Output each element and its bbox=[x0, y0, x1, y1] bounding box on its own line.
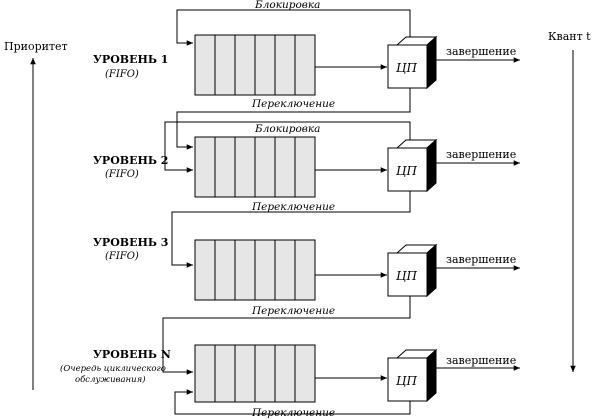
cpu-cube: ЦП bbox=[387, 348, 438, 403]
level-title: УРОВЕНЬ 2 bbox=[93, 154, 168, 167]
level-3: УРОВЕНЬ 3 (FIFO) ЦП завершение Переключе… bbox=[93, 236, 520, 375]
switch-label: Переключение bbox=[251, 201, 335, 213]
round-robin-loop-arrow bbox=[174, 389, 411, 415]
cpu-label: ЦП bbox=[396, 269, 417, 283]
level-note: (FIFO) bbox=[105, 169, 139, 180]
cpu-cube: ЦП bbox=[387, 35, 438, 90]
level-note-line1: (Очередь циклического bbox=[60, 363, 166, 374]
level-title: УРОВЕНЬ N bbox=[93, 348, 171, 361]
level-title: УРОВЕНЬ 3 bbox=[93, 236, 168, 249]
cpu-cube: ЦП bbox=[387, 243, 438, 298]
switch-label: Переключение bbox=[251, 407, 335, 419]
switch-arrow bbox=[171, 191, 411, 268]
finish-label: завершение bbox=[446, 354, 516, 367]
switch-label: Переключение bbox=[251, 305, 335, 317]
switch-arrow bbox=[176, 88, 411, 150]
queue bbox=[194, 136, 316, 198]
level-note: (FIFO) bbox=[105, 251, 139, 262]
queue bbox=[194, 344, 316, 403]
priority-label: Приоритет bbox=[4, 40, 68, 53]
cpu-label: ЦП bbox=[396, 164, 417, 178]
finish-label: завершение bbox=[446, 45, 516, 58]
block-loop-arrow bbox=[164, 121, 411, 173]
switch-arrow bbox=[162, 296, 411, 375]
queue bbox=[194, 34, 316, 96]
finish-label: завершение bbox=[446, 253, 516, 266]
queue bbox=[194, 239, 316, 301]
level-2: УРОВЕНЬ 2 (FIFO) ЦП завершение Блокировк… bbox=[93, 121, 520, 268]
cpu-cube: ЦП bbox=[387, 138, 438, 193]
finish-label: завершение bbox=[446, 148, 516, 161]
cpu-label: ЦП bbox=[396, 61, 417, 75]
switch-label: Переключение bbox=[251, 98, 335, 110]
quantum-label: Квант t bbox=[548, 30, 591, 43]
level-n: УРОВЕНЬ N (Очередь циклического обслужив… bbox=[60, 344, 520, 419]
level-title: УРОВЕНЬ 1 bbox=[93, 53, 168, 66]
level-1: УРОВЕНЬ 1 (FIFO) ЦП завершение Блокировк… bbox=[93, 0, 520, 150]
block-label: Блокировка bbox=[254, 0, 320, 11]
block-loop-arrow bbox=[176, 9, 411, 46]
cpu-label: ЦП bbox=[396, 374, 417, 388]
block-label: Блокировка bbox=[254, 123, 320, 135]
level-note: (FIFO) bbox=[105, 69, 139, 80]
level-note-line2: обслуживания) bbox=[75, 374, 146, 385]
